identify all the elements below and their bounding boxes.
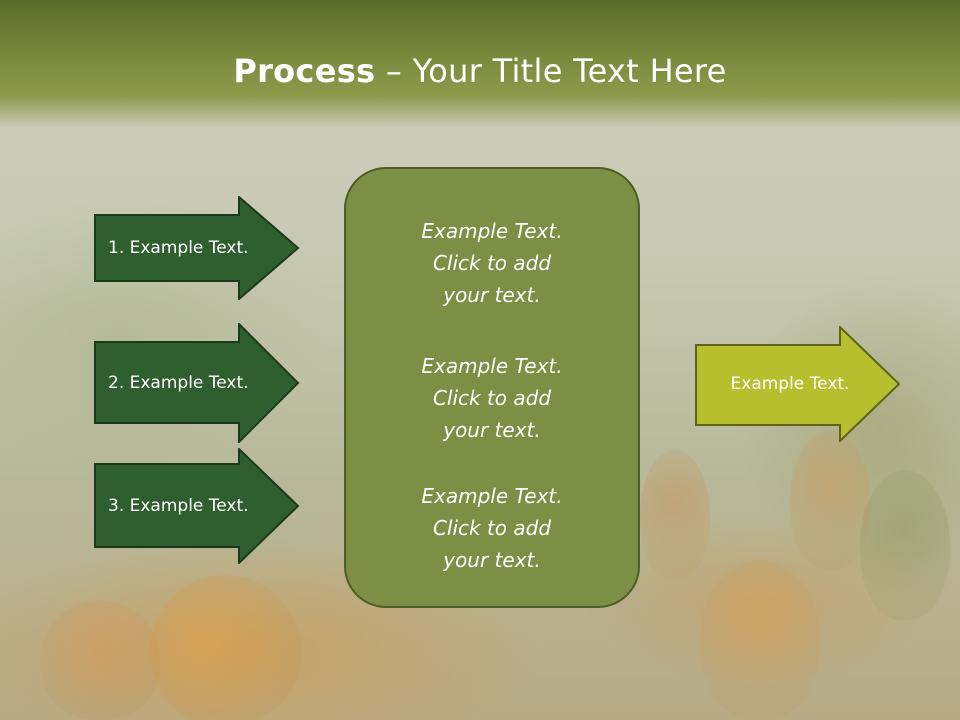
center-text-block-1[interactable]: Example Text. Click to add your text. (421, 219, 563, 307)
tulip-blur (700, 560, 820, 720)
step-arrow-label: 2. Example Text. (108, 373, 249, 393)
step-arrow-3[interactable]: 3. Example Text. (94, 448, 300, 564)
title-rest: – Your Title Text Here (375, 52, 727, 90)
arrow-shape (94, 323, 300, 443)
arrow-shape (94, 448, 300, 564)
arrow-shape (695, 326, 901, 442)
step-arrow-label: 3. Example Text. (108, 496, 249, 516)
slide-title[interactable]: Process – Your Title Text Here (0, 52, 960, 90)
step-arrow-label: 1. Example Text. (108, 238, 249, 258)
title-bold: Process (233, 52, 376, 90)
center-text-block-3[interactable]: Example Text. Click to add your text. (421, 484, 563, 572)
step-arrow-1[interactable]: 1. Example Text. (94, 196, 300, 300)
arrow-shape (94, 196, 300, 300)
tulip-blur (40, 600, 160, 720)
tulip-blur (790, 430, 870, 570)
tulip-blur (128, 553, 322, 720)
step-arrow-2[interactable]: 2. Example Text. (94, 323, 300, 443)
result-arrow[interactable]: Example Text. (695, 326, 901, 442)
result-arrow-label: Example Text. (730, 374, 850, 394)
title-band (0, 0, 960, 128)
tulip-blur (640, 450, 710, 580)
center-content-box[interactable]: Example Text. Click to add your text. Ex… (344, 167, 640, 608)
tulip-blur (860, 470, 950, 620)
center-text-block-2[interactable]: Example Text. Click to add your text. (421, 354, 563, 442)
